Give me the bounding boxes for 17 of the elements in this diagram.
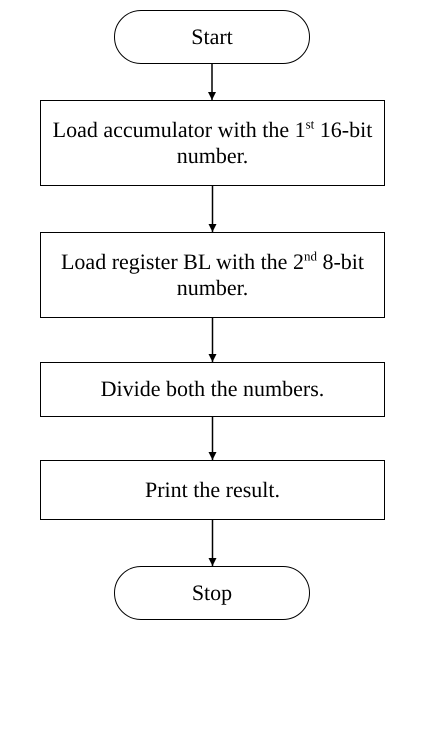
arrow: [208, 318, 216, 362]
terminal-box: [114, 10, 310, 64]
node-text: Print the result.: [144, 476, 280, 504]
process-box: [40, 362, 385, 417]
process-box: [40, 232, 385, 318]
node-text: Load register BL with the 2$^{nd}$ 8-bit number.: [60, 248, 366, 302]
node-text: Load accumulator with the 1$^{st}$ 16-bit number.: [52, 116, 374, 170]
arrow: [208, 64, 216, 100]
arrow: [208, 186, 216, 232]
terminal-box: [114, 566, 310, 620]
node-text: Stop: [192, 580, 232, 606]
process-box: [40, 460, 385, 520]
node-text: Divide both the numbers.: [100, 376, 324, 403]
arrow: [208, 520, 216, 566]
arrow: [208, 417, 216, 460]
process-box: [40, 100, 385, 186]
node-text: Start: [191, 24, 233, 50]
